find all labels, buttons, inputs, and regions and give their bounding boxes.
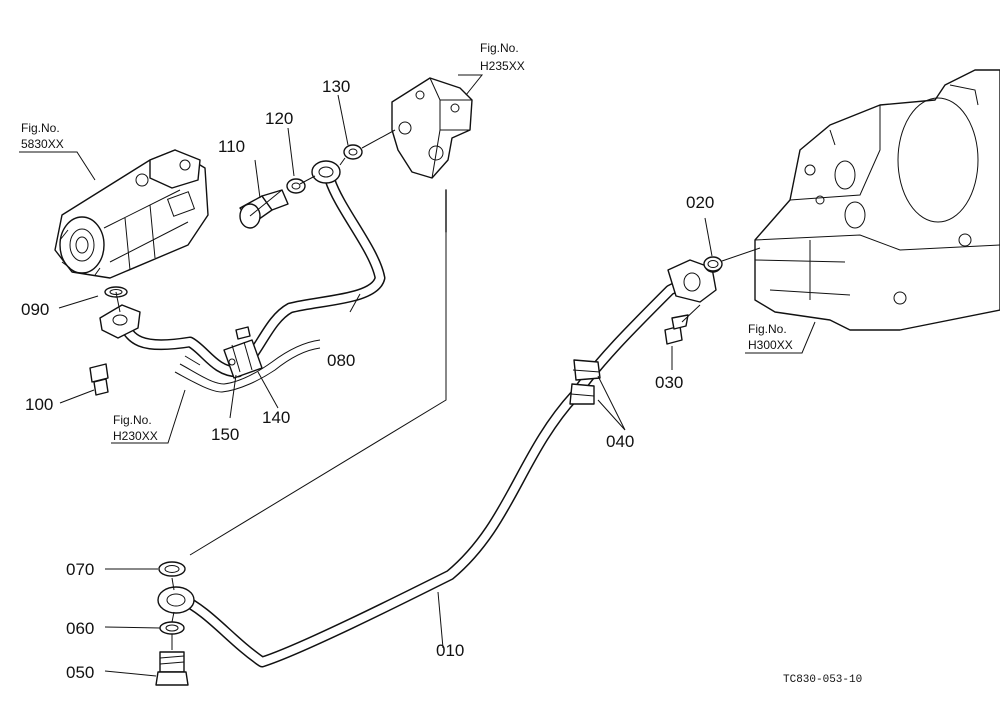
control-valve-drawing [391,77,473,179]
leader-lines [19,74,816,677]
fig-ref-housing-label: Fig.No. [748,322,787,336]
flange-090 [99,286,141,339]
hydraulic-pump-drawing [54,149,209,279]
banjo-bolt-110 [239,189,289,229]
banjo-fitting-assembly [155,561,195,686]
label-150: 150 [211,425,239,444]
clamps-040 [569,359,601,405]
fig-ref-hose-label: Fig.No. [113,413,152,427]
fig-ref-valve-label: Fig.No. [480,41,519,55]
fig-ref-housing-number: H300XX [748,338,793,352]
label-020: 020 [686,193,714,212]
label-070: 070 [66,560,94,579]
clamp-140 [223,326,263,379]
transmission-housing-drawing [754,69,1000,331]
fig-ref-pump-label: Fig.No. [21,121,60,135]
label-060: 060 [66,619,94,638]
assembly-guide-lines [115,129,761,650]
label-010: 010 [436,641,464,660]
label-050: 050 [66,663,94,682]
bolt-100 [89,363,109,396]
banjo-eye-080 [311,160,341,184]
label-140: 140 [262,408,290,427]
label-100: 100 [25,395,53,414]
washer-020 [703,256,723,272]
fig-ref-pump-number: 5830XX [21,137,64,151]
label-030: 030 [655,373,683,392]
fig-ref-valve-number: H235XX [480,59,525,73]
label-040: 040 [606,432,634,451]
label-130: 130 [322,77,350,96]
pipe-080 [116,174,386,378]
label-110: 110 [218,137,245,156]
bolt-030 [664,314,689,345]
hose-h230 [174,339,321,393]
drawing-code: TC830-053-10 [783,674,862,686]
washer-120 [286,178,306,194]
washer-130 [343,144,363,160]
label-120: 120 [265,109,293,128]
fig-ref-hose-number: H230XX [113,429,158,443]
pipe-010 [174,274,696,668]
label-080: 080 [327,351,355,370]
label-090: 090 [21,300,49,319]
